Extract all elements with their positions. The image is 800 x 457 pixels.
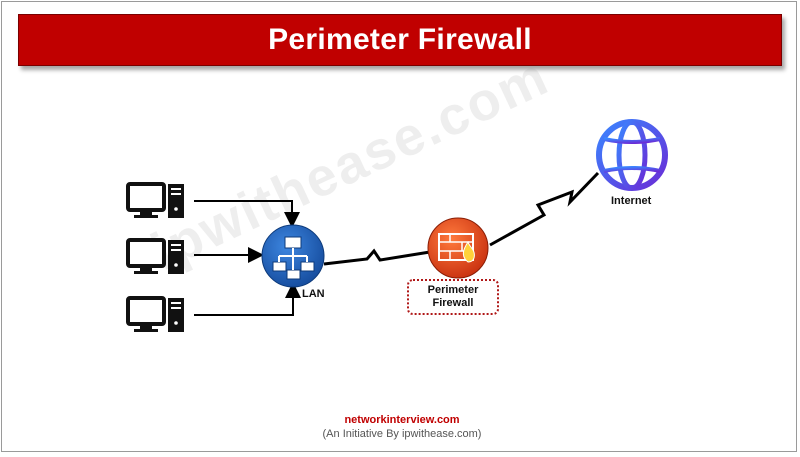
firewall-label: Perimeter Firewall bbox=[427, 284, 479, 309]
title-banner: Perimeter Firewall bbox=[18, 14, 782, 66]
computer-3-icon bbox=[126, 296, 184, 332]
lan-switch-icon bbox=[261, 224, 325, 288]
footer-site: networkinterview.com bbox=[344, 414, 460, 426]
link-computer-3-lan bbox=[194, 282, 301, 316]
computer-2-icon bbox=[126, 238, 184, 274]
link-computer-1-lan bbox=[194, 200, 300, 228]
page-title: Perimeter Firewall bbox=[268, 23, 532, 56]
globe-icon bbox=[596, 119, 668, 191]
link-lan-firewall bbox=[323, 248, 431, 266]
firewall-icon bbox=[427, 217, 489, 279]
link-firewall-internet bbox=[489, 171, 600, 247]
computer-1-icon bbox=[126, 182, 184, 218]
footer-initiative: (An Initiative By ipwithease.com) bbox=[322, 428, 482, 440]
footer: networkinterview.com (An Initiative By i… bbox=[2, 414, 800, 440]
firewall-label-box: Perimeter Firewall bbox=[407, 279, 499, 315]
lan-label: LAN bbox=[302, 288, 325, 300]
internet-label: Internet bbox=[611, 195, 652, 207]
